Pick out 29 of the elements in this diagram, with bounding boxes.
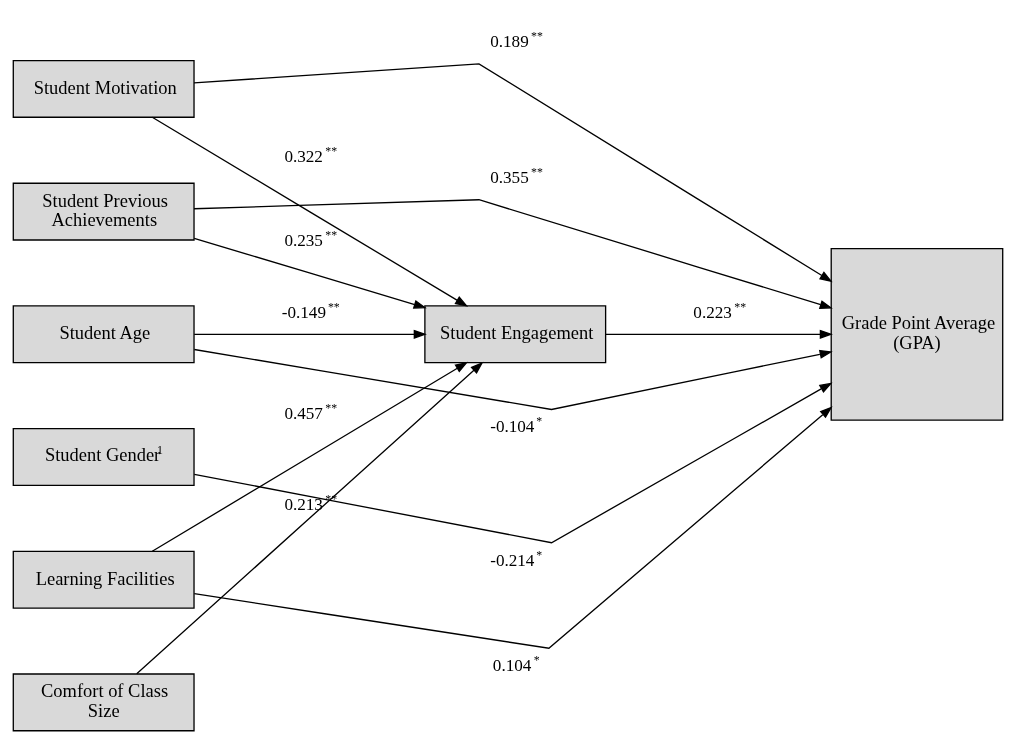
arrow xyxy=(193,381,833,543)
edge-label: 0.104$^{*}$ xyxy=(492,652,540,675)
edge-label: 0.355$^{**}$ xyxy=(490,164,543,187)
node-box: Comfort of Class Size xyxy=(12,672,195,731)
edge-label: -0.104$^{*}$ xyxy=(490,413,543,436)
node-box: Grade Point Average (GPA) xyxy=(830,247,1004,421)
edge-label: -0.149$^{**}$ xyxy=(281,299,340,322)
arrow xyxy=(193,405,833,649)
edge-label: 0.223$^{**}$ xyxy=(693,299,747,322)
node-box: Student Age xyxy=(12,304,195,363)
edge-label: 0.322$^{**}$ xyxy=(284,143,338,166)
edge-label: 0.189$^{**}$ xyxy=(490,28,543,51)
edge-label: 0.457$^{**}$ xyxy=(284,400,338,423)
arrow xyxy=(151,361,469,552)
arrow xyxy=(193,237,427,309)
arrow xyxy=(151,116,469,307)
node-box: Student Gender$^{1}$ xyxy=(12,427,195,486)
edge-label: 0.235$^{**}$ xyxy=(284,227,338,250)
arrow xyxy=(136,361,484,674)
node-box: Student Motivation xyxy=(12,59,195,118)
arrow xyxy=(193,329,427,339)
arrow xyxy=(605,329,833,339)
arrow xyxy=(193,198,833,309)
node-box: Student Previous Achievements xyxy=(12,182,195,241)
node-box: Student Engagement xyxy=(424,304,607,363)
arrow xyxy=(193,348,833,410)
node-box: Learning Facilities xyxy=(12,550,195,609)
arrow xyxy=(193,62,833,282)
edge-label: -0.214$^{*}$ xyxy=(490,547,543,570)
